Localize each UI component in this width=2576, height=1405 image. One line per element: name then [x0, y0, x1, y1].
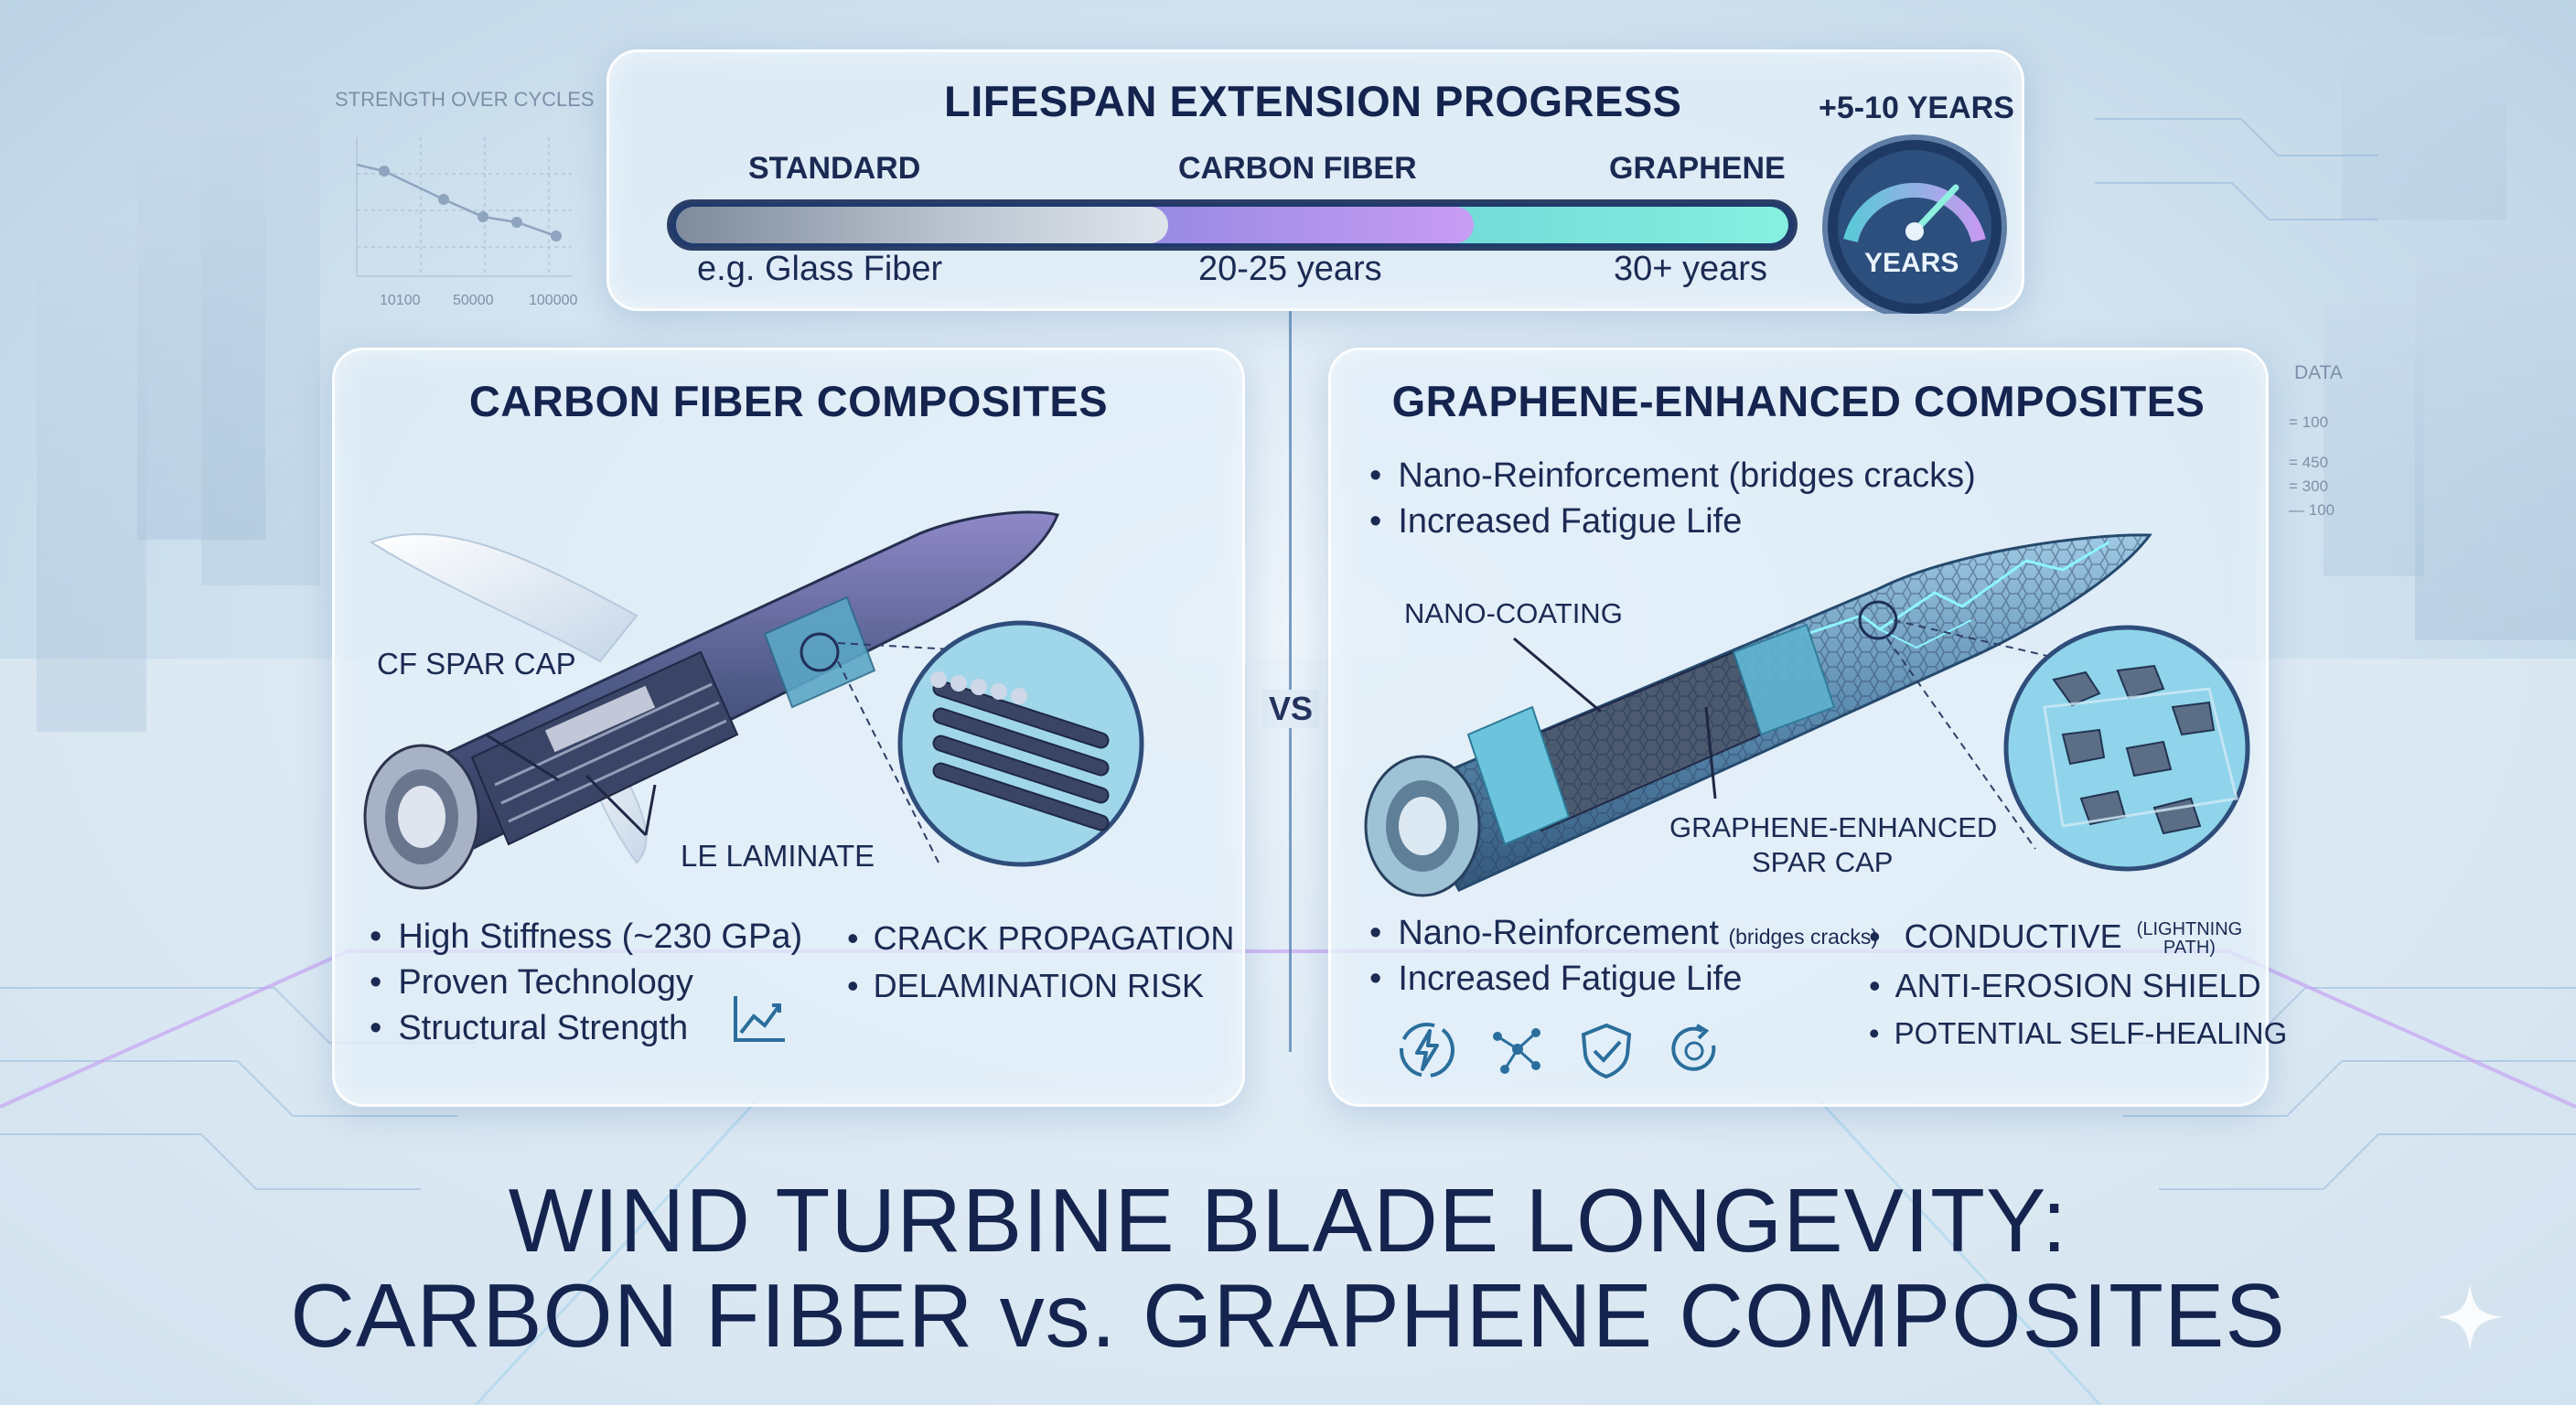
gauge-needle [1911, 184, 1959, 235]
carbon-bullet: High Stiffness (~230 GPa) [370, 917, 802, 957]
label-graphene-spar-cap-line2: SPAR CAP [1752, 846, 1894, 878]
trend-chart-icon [734, 996, 785, 1042]
data-ticks: DATA = 100 = 450 = 300 — 100 [2287, 362, 2397, 536]
label-graphene-spar-cap-line1: GRAPHENE-ENHANCED [1669, 811, 1998, 843]
carbon-blade-illustration [363, 510, 1144, 890]
lightning-icon [1400, 1023, 1454, 1078]
carbon-bullet: Proven Technology [370, 963, 693, 1003]
progress-badge: +5-10 YEARS [1819, 91, 2014, 125]
graphene-blade-illustration [1364, 533, 2250, 897]
progress-title: LIFESPAN EXTENSION PROGRESS [944, 77, 1682, 125]
carbon-detail-marker [800, 632, 840, 672]
graphene-panel: GRAPHENE-ENHANCED COMPOSITES Nano-Reinfo… [1328, 348, 2287, 1107]
graphene-bottom-bullet: Increased Fatigue Life [1369, 960, 1742, 999]
main-title-line1: WIND TURBINE BLADE LONGEVITY: [508, 1170, 2068, 1271]
data-tick: = 450 [2289, 454, 2329, 471]
network-icon [1493, 1028, 1540, 1074]
feature-self-healing: POTENTIAL SELF-HEALING [1869, 1016, 2288, 1051]
stage-detail-carbon: 20-25 years [1198, 250, 1382, 288]
refresh-icon [1671, 1024, 1716, 1071]
graphene-bottom-bullet: Nano-Reinforcement (bridges cracks) [1369, 914, 1878, 953]
carbon-fiber-panel: CARBON FIBER COMPOSITES [332, 348, 1245, 1107]
label-cf-spar-cap: CF SPAR CAP [377, 647, 576, 681]
stage-label-graphene: GRAPHENE [1609, 151, 1786, 186]
carbon-risk: DELAMINATION RISK [847, 967, 1204, 1005]
mini-chart-tick: 100000 [529, 293, 578, 308]
stage-label-carbon: CARBON FIBER [1178, 151, 1417, 186]
graphene-top-bullet: Nano-Reinforcement (bridges cracks) [1369, 456, 1975, 496]
mini-strength-chart: STRENGTH OVER CYCLES 10100 50000 100000 [329, 82, 595, 320]
mini-chart-tick: 50000 [453, 293, 494, 308]
data-tick: = 300 [2289, 477, 2329, 495]
graphene-panel-title: GRAPHENE-ENHANCED COMPOSITES [1391, 377, 2206, 425]
center-connector [1289, 311, 1292, 1052]
mini-chart-plot [356, 137, 572, 277]
label-le-laminate: LE LAMINATE [681, 839, 875, 873]
lifespan-progress-panel: LIFESPAN EXTENSION PROGRESS +5-10 YEARS … [606, 49, 2024, 314]
main-title-line2: CARBON FIBER vs. GRAPHENE COMPOSITES [290, 1265, 2286, 1366]
stage-detail-graphene: 30+ years [1614, 250, 1767, 288]
stage-label-standard: STANDARD [748, 151, 921, 186]
lifespan-progress-bar [667, 199, 1798, 251]
carbon-risk: CRACK PROPAGATION [847, 919, 1235, 958]
data-tick: = 100 [2289, 413, 2329, 431]
feature-anti-erosion: ANTI-EROSION SHIELD [1869, 967, 2261, 1005]
mini-chart-point [478, 211, 488, 222]
mini-chart-point [379, 166, 390, 177]
gauge-label: YEARS [1864, 248, 1959, 278]
mini-chart-point [511, 217, 522, 228]
mini-chart-tick: 10100 [380, 293, 421, 308]
mini-chart-point [551, 231, 562, 241]
sparkle-icon [2437, 1284, 2503, 1350]
carbon-bullet: Structural Strength [370, 1009, 688, 1048]
data-ticks-title: DATA [2294, 362, 2343, 383]
label-nano-coating: NANO-COATING [1404, 597, 1623, 629]
stage-detail-standard: e.g. Glass Fiber [697, 250, 943, 288]
mini-chart-title: STRENGTH OVER CYCLES [335, 88, 595, 111]
years-gauge [1822, 134, 2007, 314]
shield-icon [1581, 1023, 1632, 1079]
data-tick: — 100 [2289, 501, 2335, 519]
mini-chart-point [438, 194, 449, 205]
graphene-top-bullet: Increased Fatigue Life [1369, 502, 1742, 542]
vs-label: VS [1262, 690, 1319, 728]
carbon-panel-title: CARBON FIBER COMPOSITES [468, 377, 1109, 425]
